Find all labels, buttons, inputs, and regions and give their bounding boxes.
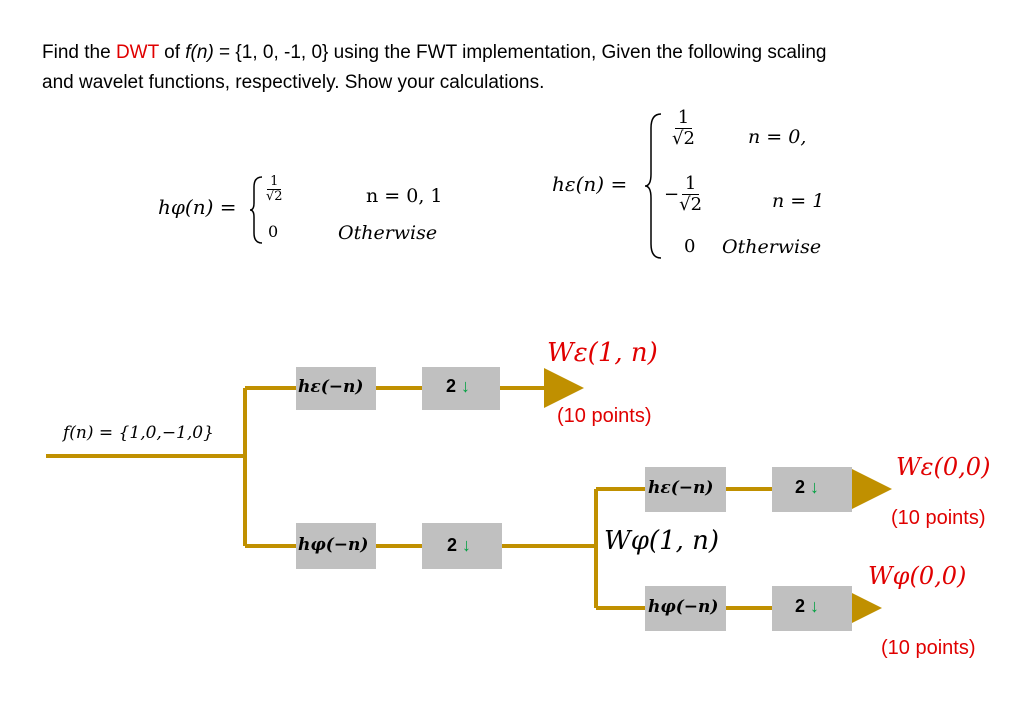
filter-box-h-phi-level1 xyxy=(296,523,376,569)
function-name: f(n) xyxy=(185,42,214,63)
filter-box-h-phi-level2 xyxy=(645,586,726,631)
h-phi-case2-cond: Otherwise xyxy=(338,222,438,244)
h-phi-case2-value: 0 xyxy=(268,222,279,241)
downsample-label: 2 ↓ xyxy=(795,596,820,616)
downsample-box xyxy=(772,586,852,631)
h-eps-lhs: hε(n) = xyxy=(552,172,628,196)
h-eps-brace xyxy=(645,113,662,259)
output-w-phi-00: Wφ(0,0) xyxy=(868,562,967,590)
downsample-label: 2 ↓ xyxy=(446,376,471,396)
output-w-phi-1n: Wφ(1, n) xyxy=(604,526,720,556)
downsample-box xyxy=(772,467,852,512)
output-w-eps-00: Wε(0,0) xyxy=(896,453,991,481)
down-arrow-icon: ↓ xyxy=(810,477,820,497)
downsample-box xyxy=(422,523,502,569)
filter-box-h-eps-level2 xyxy=(645,467,726,512)
filter-box-h-eps-level1 xyxy=(296,367,376,410)
question-part: and wavelet functions, respectively. Sho… xyxy=(42,72,545,93)
dwt-term: DWT xyxy=(115,42,159,63)
filter-label: hε(−n) xyxy=(648,478,714,498)
down-arrow-icon: ↓ xyxy=(810,596,820,616)
h-phi-brace xyxy=(250,176,263,244)
output-w-eps-1n: Wε(1, n) xyxy=(547,338,658,368)
h-eps-case2-cond: n = 1 xyxy=(772,190,825,212)
points-label: (10 points) xyxy=(881,637,976,659)
question-part: = {1, 0, -1, 0} using the FWT implementa… xyxy=(213,42,827,63)
h-eps-case2-value: −1√2 xyxy=(664,173,703,215)
filter-label: hφ(−n) xyxy=(648,597,719,617)
down-arrow-icon: ↓ xyxy=(462,535,472,555)
points-label: (10 points) xyxy=(557,405,652,427)
h-eps-case1-cond: n = 0, xyxy=(748,126,807,148)
h-phi-case1-value: 1√2 xyxy=(266,174,283,205)
h-phi-case1-cond: n = 0, 1 xyxy=(366,185,443,207)
down-arrow-icon: ↓ xyxy=(461,376,471,396)
question-part: of xyxy=(158,42,186,63)
filter-label: hφ(−n) xyxy=(298,535,369,555)
points-label: (10 points) xyxy=(891,507,986,529)
input-signal-label: f(n) = {1,0,−1,0} xyxy=(63,423,214,443)
question-text: Find the DWT of f(n) = {1, 0, -1, 0} usi… xyxy=(42,38,1002,98)
question-part: Find the xyxy=(42,42,116,63)
filter-label: hε(−n) xyxy=(298,377,364,397)
h-phi-lhs: hφ(n) = xyxy=(158,195,237,219)
downsample-label: 2 ↓ xyxy=(795,477,820,497)
h-eps-case1-value: 1√2 xyxy=(672,107,695,149)
h-eps-case3-value: 0 xyxy=(684,236,696,257)
downsample-box xyxy=(422,367,500,410)
downsample-label: 2 ↓ xyxy=(447,535,472,555)
h-eps-case3-cond: Otherwise xyxy=(722,236,822,258)
